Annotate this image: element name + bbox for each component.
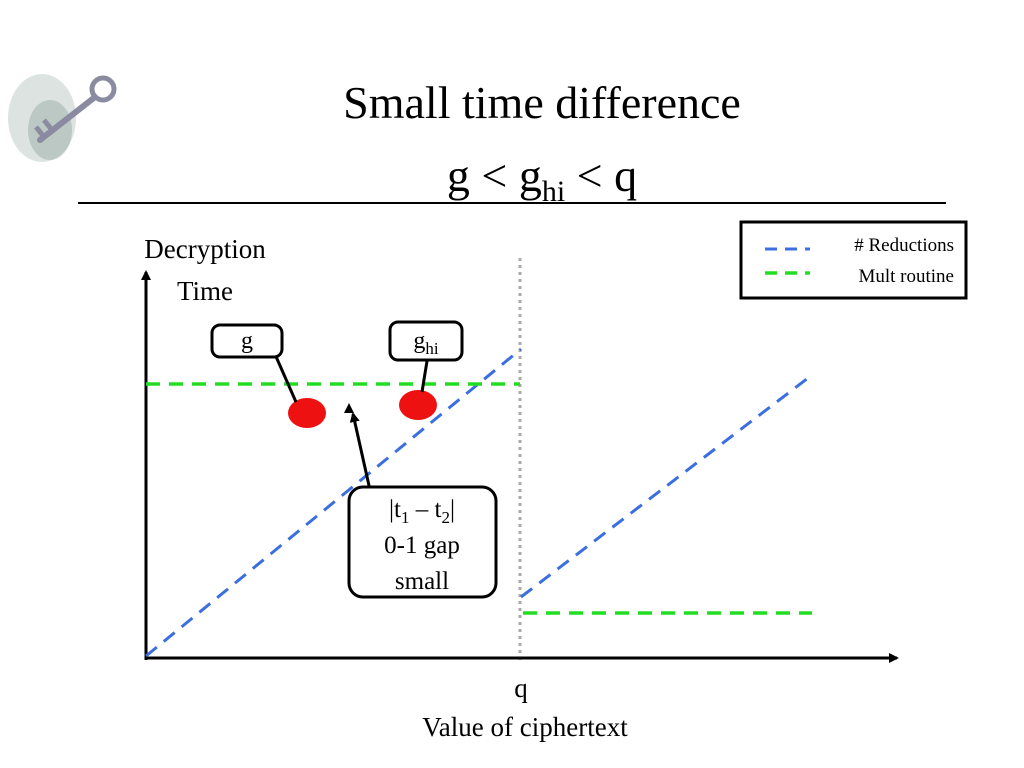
legend-box — [739, 220, 968, 300]
callout-ghi-box — [388, 320, 464, 362]
callout-gap-line1: |t1 – t2| — [389, 496, 455, 527]
slide-title: Small time difference — [343, 77, 741, 128]
subtitle-subscript: hi — [541, 175, 566, 209]
x-tick-q: q — [514, 673, 528, 703]
x-axis-label: Value of ciphertext — [422, 712, 628, 742]
subtitle-part2: < q — [565, 150, 638, 201]
slide-subtitle: g < ghi < q — [0, 153, 1024, 207]
legend-reductions-label: # Reductions — [854, 235, 954, 256]
point-ghi — [399, 390, 437, 420]
subtitle-part1: g < g — [446, 150, 542, 201]
callout-gap-box — [347, 485, 498, 599]
callout-gap-line2: 0-1 gap — [384, 532, 460, 559]
reductions-line-left — [145, 347, 522, 658]
y-axis-label-line1: Decryption — [144, 234, 266, 264]
callout-ghi-label: ghi — [413, 328, 439, 358]
point-g — [288, 398, 326, 428]
callout-ghi: ghi — [388, 320, 464, 393]
key-logo-icon — [8, 74, 117, 162]
callout-g-label: g — [241, 328, 253, 354]
reductions-line-right — [520, 373, 813, 599]
callout-gap-line3: small — [395, 568, 449, 595]
callout-gap-pointer — [349, 412, 372, 491]
callout-g-box — [210, 323, 284, 359]
callout-g-pointer — [272, 351, 298, 403]
callout-g: g — [210, 323, 298, 403]
title-divider — [78, 202, 946, 204]
legend-mult-label: Mult routine — [858, 266, 954, 287]
callout-gap: |t1 – t2| 0-1 gap small — [347, 412, 498, 599]
y-axis-label-line2: Time — [177, 276, 233, 306]
legend: # Reductions Mult routine — [739, 220, 968, 300]
